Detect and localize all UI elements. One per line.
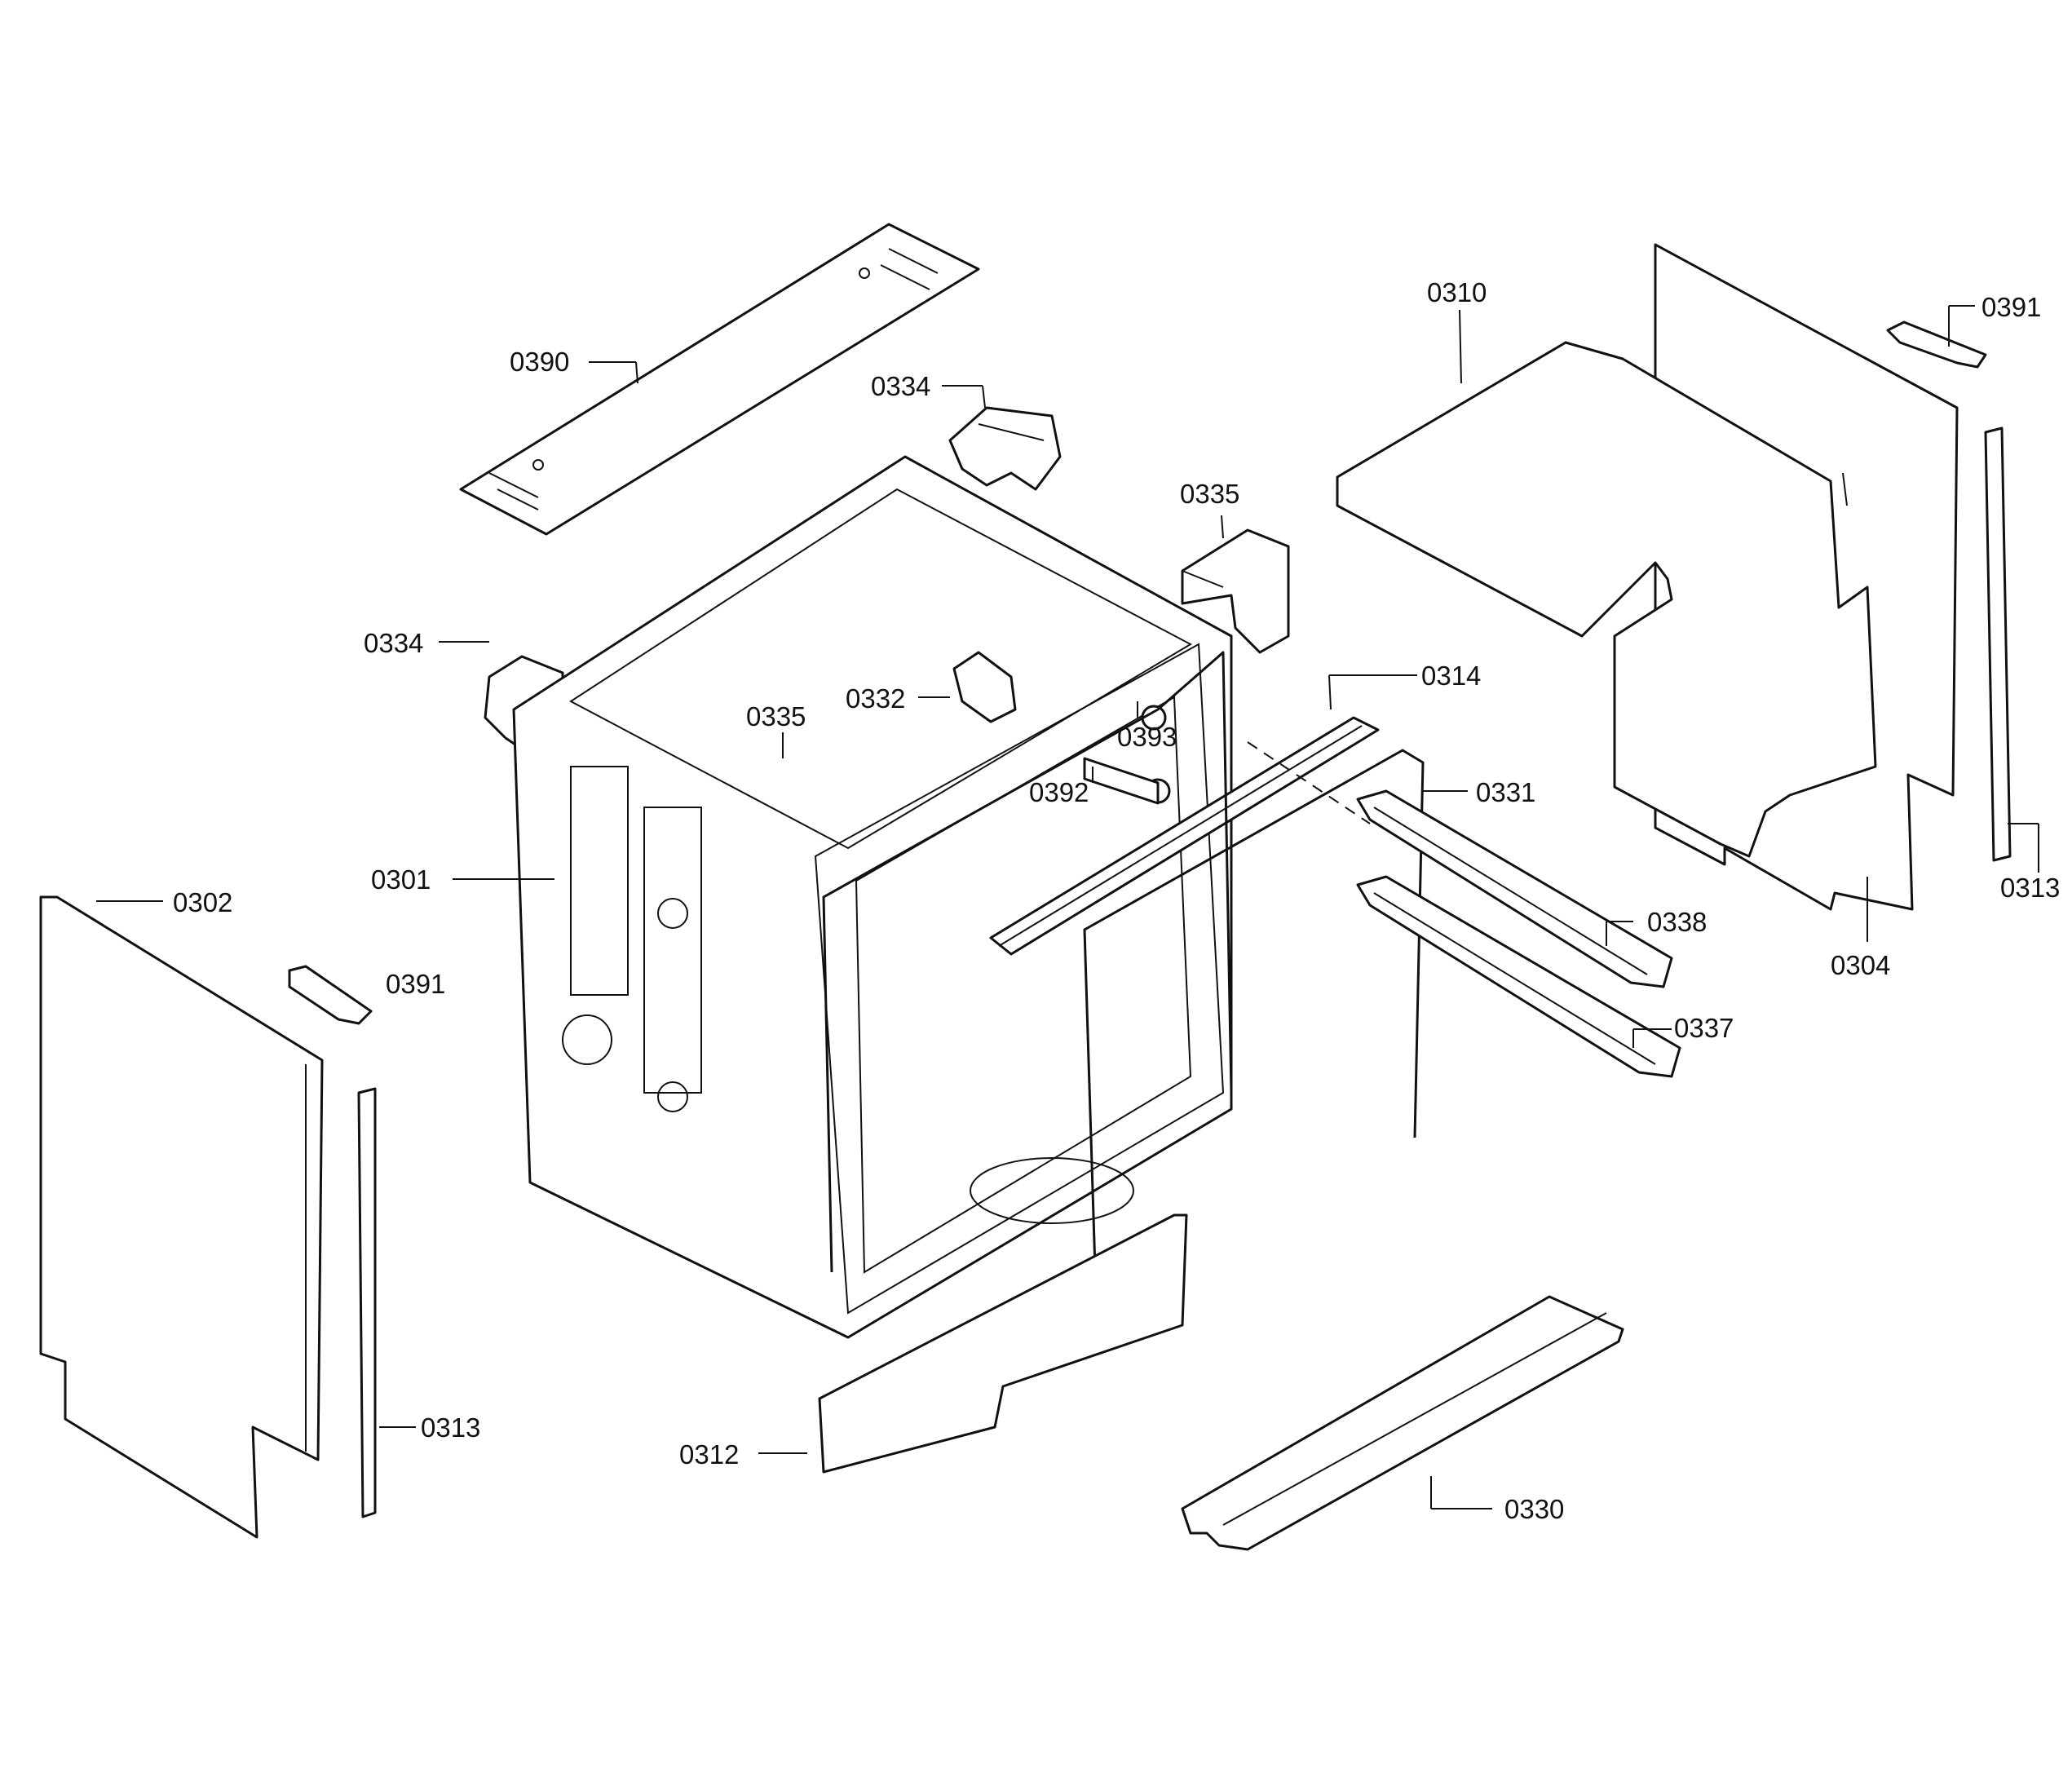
label-0332: 0332: [846, 683, 905, 714]
label-0337: 0337: [1674, 1013, 1734, 1043]
label-0335-right: 0335: [1180, 479, 1239, 509]
label-0390: 0390: [510, 347, 569, 377]
part-0314-rail: [989, 716, 1380, 956]
part-labels: 0390 0334 0335 0310 0391 0334 0335 0332 …: [173, 277, 2060, 1524]
part-0393-hinge: [1083, 705, 1171, 805]
part-0313-left-strip: [357, 1087, 377, 1518]
part-0335-right-block: [1181, 528, 1290, 654]
part-0391-lower-clip: [288, 965, 373, 1025]
part-0334-upper-clip: [948, 406, 1062, 491]
label-0314: 0314: [1421, 661, 1481, 691]
part-0331-gasket: [822, 651, 1425, 1322]
part-0312-front-insulation: [818, 1213, 1188, 1474]
part-0332-latch: [952, 651, 1017, 723]
part-0337-lower-rail: [1356, 875, 1681, 1078]
label-0301: 0301: [371, 864, 431, 895]
label-0330: 0330: [1504, 1494, 1564, 1524]
label-0302: 0302: [173, 887, 232, 917]
label-0304: 0304: [1831, 950, 1890, 980]
label-0312: 0312: [679, 1439, 739, 1470]
label-0391-upper: 0391: [1981, 292, 2041, 322]
label-0313-left: 0313: [421, 1412, 480, 1443]
label-0338: 0338: [1647, 907, 1707, 937]
label-0391-lower: 0391: [386, 969, 445, 999]
leader-lines: [96, 305, 2039, 1509]
label-0331: 0331: [1476, 777, 1535, 807]
label-0335-left: 0335: [746, 701, 806, 732]
part-0310-insulation: [1336, 341, 1877, 858]
part-0390-top-plate: [459, 223, 980, 536]
part-0313-right-strip: [1984, 427, 2012, 862]
label-0310: 0310: [1427, 277, 1487, 307]
label-0334-left: 0334: [364, 628, 423, 658]
part-0301-tub: [512, 455, 1233, 1339]
label-0313-right: 0313: [2000, 873, 2060, 903]
label-0334-upper: 0334: [871, 371, 930, 401]
part-0302-left-panel: [39, 895, 324, 1539]
label-0392: 0392: [1029, 777, 1089, 807]
part-0330-base-tray: [1181, 1295, 1624, 1551]
part-0338-upper-rail: [1356, 789, 1673, 988]
label-0393: 0393: [1117, 722, 1177, 752]
part-0391-upper-clip: [1886, 320, 1987, 369]
